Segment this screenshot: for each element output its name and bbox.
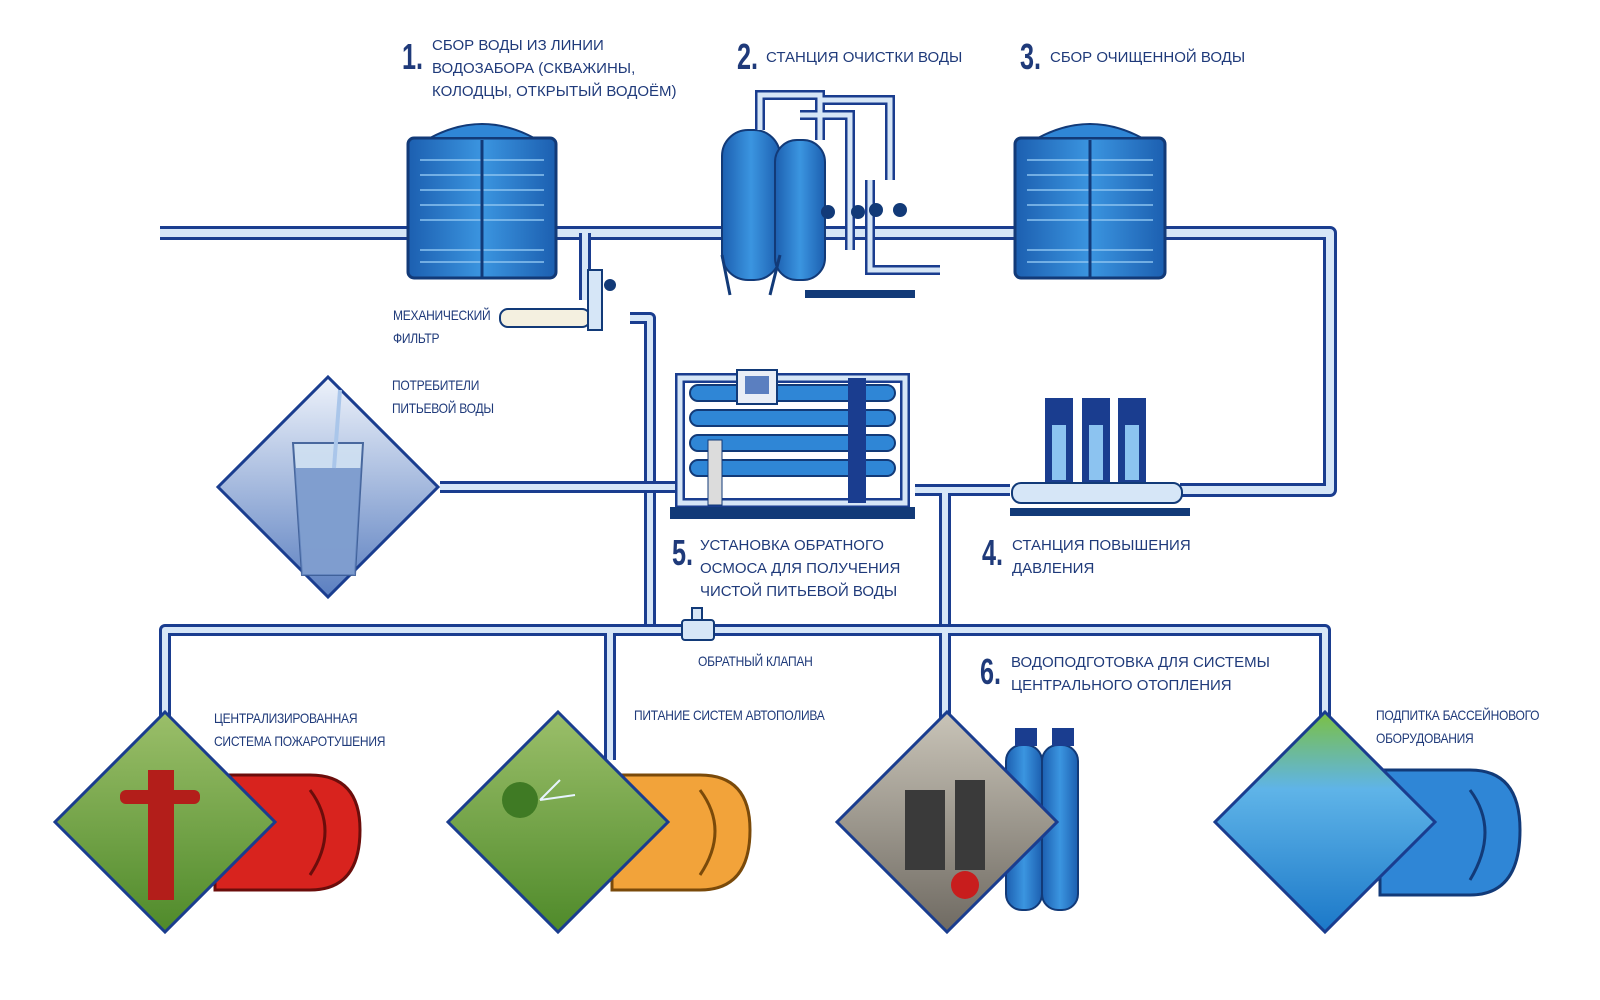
fire-system-diamond bbox=[52, 709, 278, 935]
fire-label: Централизированная система пожаротушения bbox=[214, 707, 385, 753]
heating-diamond bbox=[834, 709, 1060, 935]
drinking-label: Потребители питьевой воды bbox=[392, 374, 494, 420]
step-5-line: осмоса для получения bbox=[700, 560, 901, 577]
step-5-number: 5. bbox=[672, 532, 694, 573]
label-line: Централизированная bbox=[214, 710, 358, 726]
step-1-number: 1. bbox=[402, 36, 424, 77]
pool-diamond bbox=[1212, 709, 1438, 935]
check-valve-icon bbox=[681, 607, 715, 641]
step-5-label: Установка обратного осмоса для получения… bbox=[700, 534, 900, 603]
step-4-number: 4. bbox=[982, 532, 1004, 573]
irrigation-diamond bbox=[445, 709, 671, 935]
reverse-osmosis-unit bbox=[670, 369, 915, 519]
label-line: фильтр bbox=[393, 330, 440, 346]
step-3-number: 3. bbox=[1020, 36, 1042, 77]
label-line: Подпитка бассейнового bbox=[1376, 707, 1540, 723]
label-line: оборудования bbox=[1376, 730, 1474, 746]
step-5-line: чистой питьевой воды bbox=[700, 583, 898, 600]
step-5-line: Установка обратного bbox=[700, 537, 884, 554]
irrigation-label: Питание систем автополива bbox=[634, 707, 825, 723]
drinking-water-diamond bbox=[215, 374, 441, 600]
step-6-number: 6. bbox=[980, 651, 1002, 692]
booster-pump-station bbox=[1010, 398, 1190, 516]
step-6-label: Водоподготовка для системы центрального … bbox=[1011, 651, 1270, 697]
step-1-label: Сбор воды из линии водозабора (скважины,… bbox=[432, 34, 677, 103]
water-treatment-station bbox=[720, 90, 940, 298]
label-line: Потребители bbox=[392, 377, 480, 393]
step-4-label: Станция повышения давления bbox=[1012, 534, 1191, 580]
mech-filter-label: Механический фильтр bbox=[393, 304, 491, 350]
label-line: Механический bbox=[393, 307, 491, 323]
step-6-line: Водоподготовка для системы bbox=[1011, 654, 1270, 671]
check-valve-label: Обратный клапан bbox=[698, 653, 813, 669]
label-line: система пожаротушения bbox=[214, 733, 386, 749]
step-1-line: водозабора (скважины, bbox=[432, 60, 636, 77]
step-1-line: колодцы, открытый водоём) bbox=[432, 83, 677, 100]
step-2-number: 2. bbox=[737, 36, 759, 77]
step-2-label: Станция очистки воды bbox=[766, 49, 963, 66]
step-1-line: Сбор воды из линии bbox=[432, 37, 604, 54]
step-6-line: центрального отопления bbox=[1011, 677, 1232, 694]
label-line: питьевой воды bbox=[392, 400, 494, 416]
step-4-line: давления bbox=[1012, 560, 1095, 577]
step-4-line: Станция повышения bbox=[1012, 537, 1191, 554]
clean-water-tank bbox=[1013, 123, 1167, 280]
pool-label: Подпитка бассейнового оборудования bbox=[1376, 704, 1540, 750]
mechanical-filter bbox=[499, 269, 616, 331]
step-3-label: Сбор очищенной воды bbox=[1050, 49, 1246, 66]
raw-water-tank bbox=[406, 123, 558, 280]
